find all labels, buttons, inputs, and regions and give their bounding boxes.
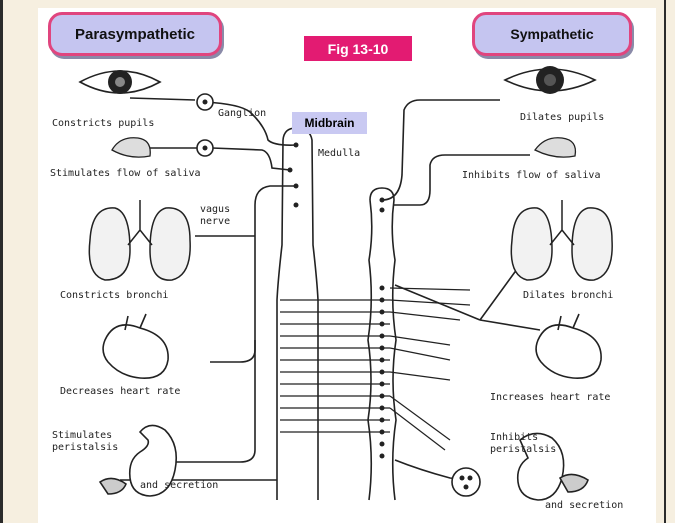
sympathetic-chain (368, 188, 396, 500)
symp-saliva-label: Inhibits flow of saliva (462, 170, 600, 181)
para-pupils-label: Constricts pupils (52, 118, 154, 129)
para-secretion-label: and secretion (140, 480, 218, 491)
salivary-gland-icon-left (112, 138, 150, 157)
lungs-icon-right (511, 200, 612, 280)
nerve-saliva (150, 148, 290, 170)
parasympathetic-header: Parasympathetic (48, 12, 222, 56)
symp-bronchi-label: Dilates bronchi (523, 290, 613, 301)
midbrain-label: Midbrain (292, 112, 367, 134)
para-saliva-label: Stimulates flow of saliva (50, 168, 201, 179)
medulla-label: Medulla (318, 148, 360, 159)
symp-nerve-pupils (382, 100, 500, 200)
vagus-label: vagus (200, 204, 230, 215)
ganglion-label: Ganglion (218, 108, 266, 119)
nerve-eye (130, 98, 195, 100)
collateral-ganglion-icon (452, 468, 480, 496)
para-heart-label: Decreases heart rate (60, 386, 180, 397)
para-bronchi-label: Constricts bronchi (60, 290, 168, 301)
figure-number-tag: Fig 13-10 (304, 36, 412, 61)
para-peristalsis-line1: Stimulates (52, 430, 112, 441)
symp-secretion-label: and secretion (545, 500, 623, 511)
salivary-gland-icon-right (535, 138, 575, 157)
heart-icon-left (103, 314, 168, 378)
segmental-nerves (280, 288, 470, 450)
symp-pupils-label: Dilates pupils (520, 112, 604, 123)
sympathetic-header: Sympathetic (472, 12, 632, 56)
heart-icon-right (536, 314, 601, 378)
para-peristalsis-line2: peristalsis (52, 442, 118, 453)
nerve-label: nerve (200, 216, 230, 227)
symp-peristalsis-line2: peristalsis (490, 444, 556, 455)
brainstem-shape (277, 128, 318, 500)
eye-icon-right (505, 66, 595, 94)
lungs-icon-left (89, 200, 190, 280)
eye-icon-left (80, 70, 160, 94)
symp-peristalsis-line1: Inhibits (490, 432, 538, 443)
symp-heart-label: Increases heart rate (490, 392, 610, 403)
